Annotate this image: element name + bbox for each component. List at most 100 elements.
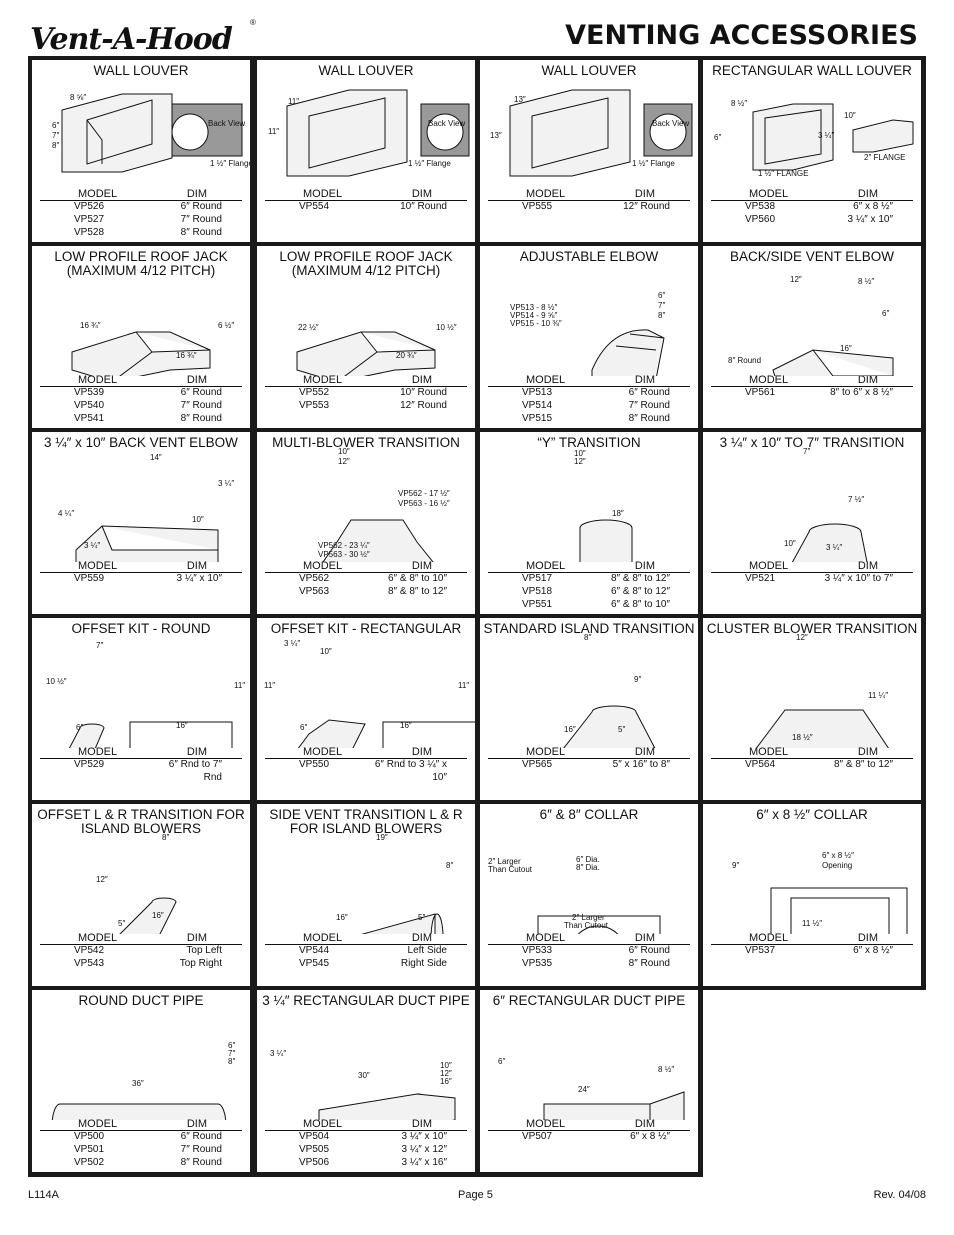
model-header: MODEL: [526, 932, 566, 944]
model-number: VP561: [745, 387, 776, 398]
model-number: VP565: [522, 759, 553, 770]
model-dimension: 8″ & 8″ to 12″: [834, 759, 893, 770]
dimension-label: 16 ¾″: [80, 321, 101, 330]
model-dimension: 8″ & 8″ to 12″: [388, 585, 447, 597]
dimension-label: 24″: [578, 1085, 590, 1094]
louver-drawing: [509, 89, 631, 177]
multi-blower-drawing: [322, 519, 434, 562]
model-number: VP506: [299, 1156, 330, 1168]
model-header: MODEL: [749, 932, 789, 944]
dimension-label: 1 ½″ Flange: [408, 159, 451, 168]
elbow-drawing: [591, 329, 665, 376]
model-dimension: 12″ Round: [623, 201, 670, 212]
dimension-label: VP515 - 10 ⅜″: [510, 319, 562, 328]
dim-header: DIM: [411, 374, 432, 386]
dimension-label: 7 ½″: [848, 495, 864, 504]
collar-ring: [577, 925, 619, 934]
dim-header: DIM: [186, 746, 207, 758]
model-number: VP545: [299, 957, 330, 969]
side-vent-drawing: [361, 913, 444, 934]
model-dimension: 6″ Rnd to 3 ¼″ x 10″: [374, 759, 447, 783]
dim-header: DIM: [634, 932, 655, 944]
product-title: 3 ¼″ x 10″ TO 7″ TRANSITION: [719, 435, 905, 450]
dimension-label: 3 ¼″: [818, 131, 834, 140]
model-header: MODEL: [78, 932, 118, 944]
dim-header: DIM: [857, 746, 878, 758]
dimension-label: 11″: [264, 681, 275, 690]
model-header: MODEL: [78, 746, 118, 758]
product-title: LOW PROFILE ROOF JACK (MAXIMUM 4/12 PITC…: [279, 249, 453, 278]
dimension-label: 22 ½″: [298, 323, 319, 332]
model-dimension: 6″ & 8″ to 10″: [611, 598, 670, 610]
dim-header: DIM: [411, 188, 432, 200]
dimension-label: 11″: [234, 681, 245, 690]
rect-pipe-drawing: [318, 1093, 456, 1120]
model-header: MODEL: [303, 560, 343, 572]
dimension-label: 14″: [150, 453, 162, 462]
collar-plate: [537, 915, 661, 934]
dimension-label: 8″: [228, 1057, 235, 1066]
dimension-label: 3 ¼″: [270, 1049, 286, 1058]
product-title: 6″ RECTANGULAR DUCT PIPE: [492, 993, 686, 1008]
model-number: VP533: [522, 945, 553, 956]
product-cell: LOW PROFILE ROOF JACK (MAXIMUM 4/12 PITC…: [257, 246, 475, 428]
dimension-label: 8 ½″: [658, 1065, 674, 1074]
dimension-label: 12″: [790, 275, 802, 284]
dimension-label: 6″: [498, 1057, 505, 1066]
product-diagram: 8″12″16″5″: [96, 833, 177, 934]
model-number: VP501: [74, 1143, 105, 1155]
dim-header: DIM: [634, 374, 655, 386]
model-number: VP540: [74, 399, 105, 411]
model-header: MODEL: [526, 1118, 566, 1130]
doc-code: L114A: [28, 1189, 59, 1201]
dimension-label: 1 ½″ Flange: [632, 159, 675, 168]
dimension-label: 6″: [714, 133, 721, 142]
y-transition-drawing: [579, 519, 633, 562]
dimension-label: 12″: [574, 457, 586, 466]
dimension-label: 7″: [52, 131, 59, 140]
model-dimension: 8″ Round: [180, 1156, 222, 1168]
product-diagram: 22 ½″10 ½″20 ¾″: [296, 323, 457, 376]
product-diagram: 7″10 ½″6″11″16″: [46, 641, 245, 748]
dimension-label: 8″: [52, 141, 59, 150]
dim-header: DIM: [634, 188, 655, 200]
model-number: VP542: [74, 945, 105, 956]
dimension-label: 6″: [658, 291, 665, 300]
product-cell: LOW PROFILE ROOF JACK (MAXIMUM 4/12 PITC…: [32, 246, 250, 428]
product-title: OFFSET KIT - RECTANGULAR: [270, 621, 462, 636]
model-number: VP562: [299, 573, 330, 584]
dimension-label: 30″: [358, 1071, 370, 1080]
dimension-label: Than Cutout: [564, 921, 609, 930]
model-table-header: MODEL DIM: [488, 933, 690, 945]
page-title: VENTING ACCESSORIES: [565, 20, 918, 51]
model-dimension: 8″ Round: [628, 957, 670, 969]
model-dimension: 6″ x 8 ½″: [853, 201, 893, 212]
dimension-label: 6″: [228, 1041, 235, 1050]
product-title: WALL LOUVER: [318, 63, 414, 78]
dimension-label: 6″ Dia.: [576, 855, 600, 864]
model-dimension: 3 ¼″ x 10″: [847, 213, 893, 225]
model-header: MODEL: [78, 188, 118, 200]
model-number: VP537: [745, 945, 776, 956]
dimension-label: 8″ Dia.: [576, 863, 600, 872]
dimension-label: 6″: [300, 723, 307, 732]
model-table-header: MODEL DIM: [40, 747, 242, 759]
